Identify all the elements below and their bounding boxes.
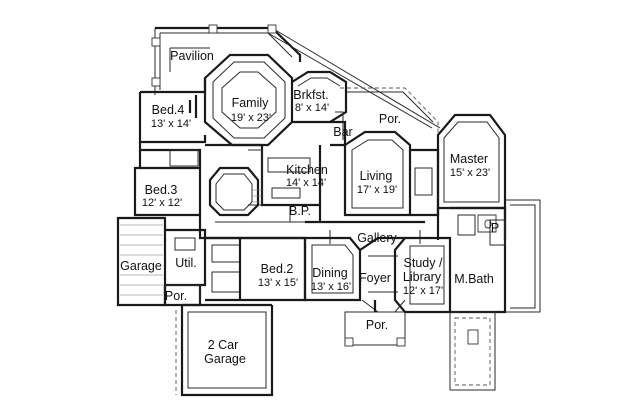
utility-label: Util.: [175, 256, 197, 270]
bed2-label: Bed.2: [261, 262, 294, 276]
mbath-label: M.Bath: [454, 272, 494, 286]
family-label: Family: [232, 96, 270, 110]
master-size: 15' x 23': [450, 167, 490, 179]
mbath-front-porch: [449, 311, 496, 391]
gallery-label: Gallery: [357, 231, 397, 245]
two-car-garage-label: Garage: [204, 352, 246, 366]
bar-label: Bar: [333, 125, 352, 139]
living-label: Living: [360, 169, 393, 183]
living-size: 17' x 19': [357, 184, 397, 196]
pavilion-outline: [151, 24, 441, 129]
front-porch-walls: [344, 300, 406, 347]
garage-label: Garage: [120, 259, 162, 273]
family-size: 19' x 23': [231, 112, 271, 124]
garage-porch-label: Por.: [165, 289, 187, 303]
dining-size: 13' x 16': [311, 281, 351, 293]
dining-label: Dining: [312, 266, 347, 280]
two-car-garage-label-line1: 2 Car: [208, 338, 239, 352]
master-label: Master: [450, 152, 488, 166]
front-porch-label: Por.: [366, 318, 388, 332]
butler-pantry-label: B.P.: [289, 204, 311, 218]
two-car-garage-walls: [175, 305, 274, 397]
pantry-closet-label: P: [491, 221, 499, 235]
study-label: Library: [403, 270, 442, 284]
bed2-size: 13' x 15': [258, 277, 298, 289]
rear-porch-outline: [340, 87, 439, 135]
bed4-label: Bed.4: [152, 103, 185, 117]
bed3-label: Bed.3: [145, 183, 178, 197]
foyer-label: Foyer: [359, 271, 391, 285]
rear-porch-label: Por.: [379, 112, 401, 126]
mbath-walls: [450, 199, 541, 314]
brkfst-label: Brkfst.: [293, 88, 328, 102]
kitchen-walls: [205, 111, 347, 207]
study-label-line1: Study /: [404, 256, 443, 270]
gallery-walls: [198, 205, 425, 244]
garage-porch: [165, 284, 272, 307]
study-size: 12' x 17': [403, 285, 443, 297]
kitchen-label: Kitchen: [286, 163, 328, 177]
kitchen-size: 14' x 14': [286, 177, 326, 189]
dining-walls: [303, 236, 362, 302]
brkfst-size: 8' x 14': [295, 102, 329, 114]
bed3-size: 12' x 12': [142, 197, 182, 209]
pavilion-label: Pavilion: [170, 49, 214, 63]
bed4-size: 13' x 14': [151, 118, 191, 130]
